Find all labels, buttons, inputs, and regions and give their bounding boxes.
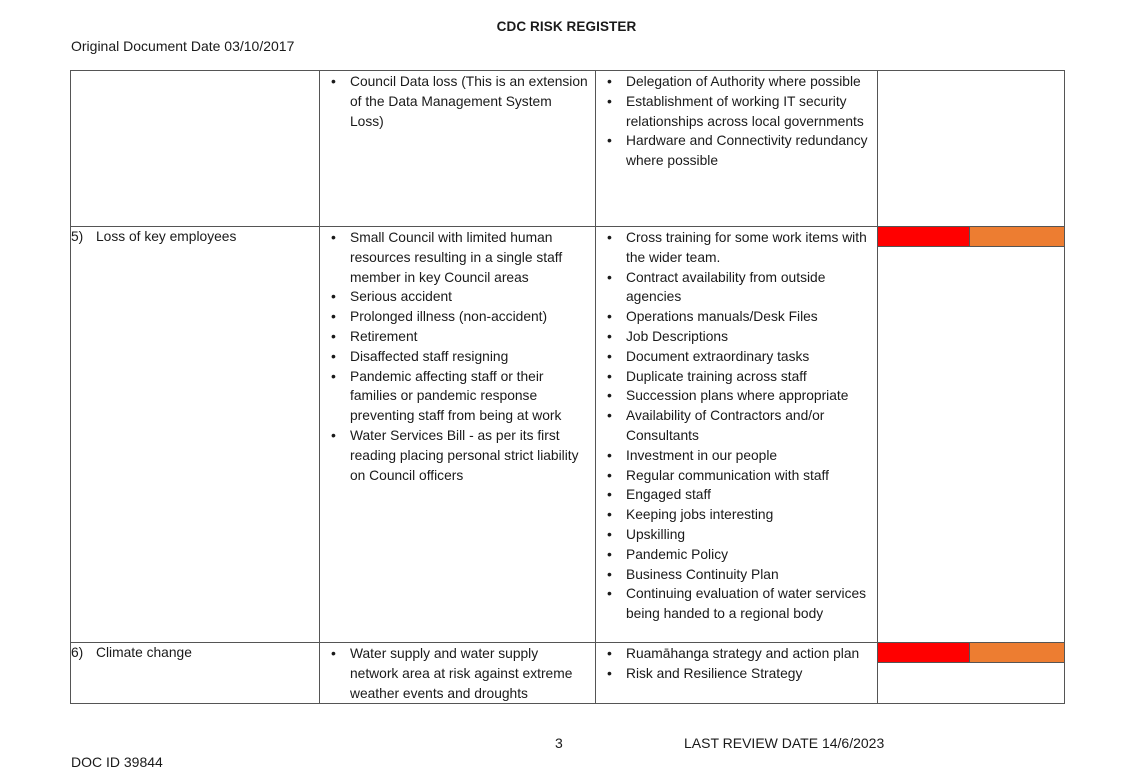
list-item: Ruamāhanga strategy and action plan: [604, 644, 871, 664]
risk-rating-cell: [877, 641, 1065, 705]
list-item: Document extraordinary tasks: [604, 347, 871, 367]
list-item: Water Services Bill - as per its first r…: [328, 426, 589, 485]
risk-rating-cell: [877, 70, 1065, 227]
list-item: Business Continuity Plan: [604, 565, 871, 585]
causes-list: Council Data loss (This is an extension …: [320, 71, 595, 131]
list-item: Engaged staff: [604, 485, 871, 505]
list-item: Pandemic affecting staff or their famili…: [328, 367, 589, 426]
risk-name: Climate change: [96, 645, 192, 660]
list-item: Establishment of working IT security rel…: [604, 92, 871, 132]
risk-register-table: Council Data loss (This is an extension …: [70, 70, 1065, 705]
risk-causes-cell: Council Data loss (This is an extension …: [319, 70, 596, 227]
risk-name-cell: [70, 70, 320, 227]
risk-rating-band: [878, 227, 1064, 247]
list-item: Council Data loss (This is an extension …: [328, 72, 589, 131]
list-item: Disaffected staff resigning: [328, 347, 589, 367]
risk-controls-cell: Delegation of Authority where possibleEs…: [595, 70, 878, 227]
last-review-date: LAST REVIEW DATE 14/6/2023: [684, 735, 885, 751]
list-item: Small Council with limited human resourc…: [328, 228, 589, 287]
list-item: Availability of Contractors and/or Consu…: [604, 406, 871, 446]
list-item: Investment in our people: [604, 446, 871, 466]
risk-name-cell: 6) Climate change: [70, 641, 320, 705]
list-item: Succession plans where appropriate: [604, 386, 871, 406]
table-row: Council Data loss (This is an extension …: [70, 70, 1065, 227]
list-item: Delegation of Authority where possible: [604, 72, 871, 92]
rating-segment-consequence: [970, 643, 1064, 662]
risk-controls-cell: Cross training for some work items with …: [595, 226, 878, 643]
rating-segment-likelihood: [878, 227, 970, 246]
list-item: Regular communication with staff: [604, 466, 871, 486]
risk-causes-cell: Small Council with limited human resourc…: [319, 226, 596, 643]
risk-name-cell: 5) Loss of key employees: [70, 226, 320, 643]
document-id: DOC ID 39844: [71, 754, 163, 770]
risk-rating-band: [878, 643, 1064, 663]
causes-list: Small Council with limited human resourc…: [320, 227, 595, 485]
list-item: Risk and Resilience Strategy: [604, 664, 871, 684]
risk-rating-cell: [877, 226, 1065, 643]
rating-segment-likelihood: [878, 643, 970, 662]
list-item: Hardware and Connectivity redundancy whe…: [604, 131, 871, 171]
controls-list: Ruamāhanga strategy and action planRisk …: [596, 643, 877, 684]
list-item: Duplicate training across staff: [604, 367, 871, 387]
risk-controls-cell: Ruamāhanga strategy and action planRisk …: [595, 641, 878, 705]
table-row: 6) Climate change Water supply and water…: [70, 641, 1065, 705]
list-item: Prolonged illness (non-accident): [328, 307, 589, 327]
list-item: Keeping jobs interesting: [604, 505, 871, 525]
list-item: Job Descriptions: [604, 327, 871, 347]
list-item: Retirement: [328, 327, 589, 347]
list-item: Water supply and water supply network ar…: [328, 644, 589, 703]
table-row: 5) Loss of key employees Small Council w…: [70, 226, 1065, 643]
causes-list: Water supply and water supply network ar…: [320, 643, 595, 703]
list-item: Pandemic Policy: [604, 545, 871, 565]
page-number: 3: [555, 735, 563, 751]
rating-segment-consequence: [970, 227, 1064, 246]
list-item: Continuing evaluation of water services …: [604, 584, 871, 624]
list-item: Serious accident: [328, 287, 589, 307]
list-item: Contract availability from outside agenc…: [604, 268, 871, 308]
risk-causes-cell: Water supply and water supply network ar…: [319, 641, 596, 705]
list-item: Cross training for some work items with …: [604, 228, 871, 268]
controls-list: Delegation of Authority where possibleEs…: [596, 71, 877, 171]
document-title: CDC RISK REGISTER: [496, 19, 637, 34]
list-item: Operations manuals/Desk Files: [604, 307, 871, 327]
original-document-date: Original Document Date 03/10/2017: [71, 38, 295, 54]
list-item: Upskilling: [604, 525, 871, 545]
controls-list: Cross training for some work items with …: [596, 227, 877, 624]
risk-register-body: Council Data loss (This is an extension …: [70, 70, 1065, 705]
risk-number: 5): [71, 229, 84, 244]
risk-number: 6): [71, 645, 84, 660]
risk-name: Loss of key employees: [96, 229, 237, 244]
